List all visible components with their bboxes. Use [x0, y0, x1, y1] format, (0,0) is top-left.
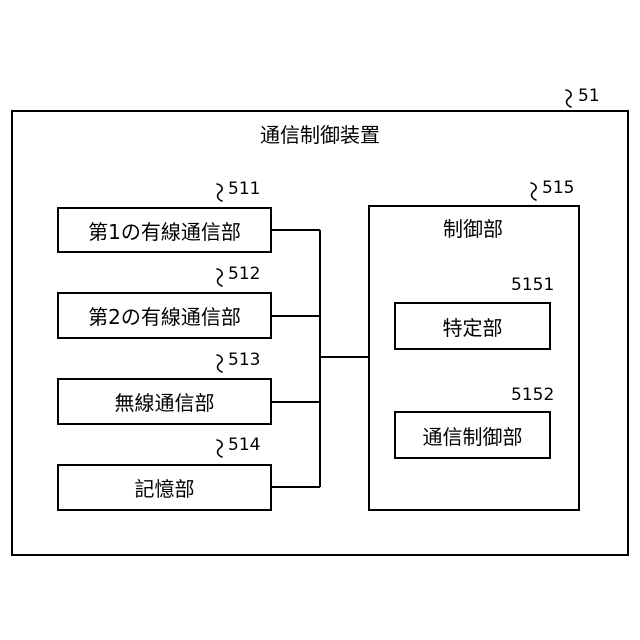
block-comm-control-label: 通信制御部 — [396, 413, 549, 457]
controller-ref: 515 — [542, 178, 574, 198]
block-identification-ref: 5151 — [511, 275, 554, 295]
block-identification-label: 特定部 — [396, 304, 549, 348]
block-wired-comm-1: 第1の有線通信部 — [57, 207, 272, 253]
block-wireless-comm-ref: 513 — [228, 350, 260, 370]
block-storage-ref: 514 — [228, 435, 260, 455]
block-storage: 記憶部 — [57, 464, 272, 511]
controller-label: 制御部 — [418, 212, 528, 242]
block-wired-comm-1-ref: 511 — [228, 179, 260, 199]
controller-box — [368, 205, 580, 511]
block-wireless-comm-label: 無線通信部 — [59, 380, 270, 423]
block-storage-label: 記憶部 — [59, 466, 270, 509]
block-wired-comm-2: 第2の有線通信部 — [57, 292, 272, 339]
device-ref: 51 — [578, 86, 600, 106]
block-comm-control-ref: 5152 — [511, 385, 554, 405]
device-title: 通信制御装置 — [200, 118, 440, 148]
block-identification: 特定部 — [394, 302, 551, 350]
leader-51-icon — [566, 90, 571, 107]
block-comm-control: 通信制御部 — [394, 411, 551, 459]
block-wired-comm-2-ref: 512 — [228, 264, 260, 284]
block-wired-comm-1-label: 第1の有線通信部 — [59, 209, 270, 251]
block-wireless-comm: 無線通信部 — [57, 378, 272, 425]
block-wired-comm-2-label: 第2の有線通信部 — [59, 294, 270, 337]
